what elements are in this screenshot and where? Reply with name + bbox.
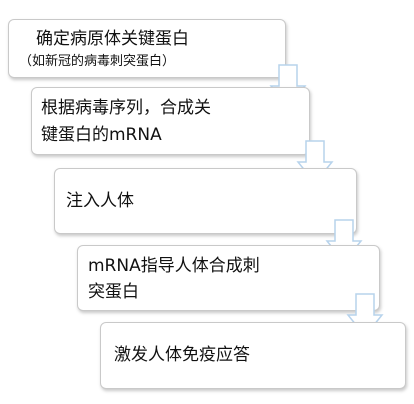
step-2-line-2: 键蛋白的mRNA xyxy=(41,125,162,145)
step-2-box: 根据病毒序列，合成关 键蛋白的mRNA xyxy=(31,87,310,155)
step-1-note: （如新冠的病毒刺突蛋白） xyxy=(19,54,176,69)
step-4-line-1: mRNA指导人体合成刺 xyxy=(88,256,260,276)
step-3-title: 注入人体 xyxy=(66,191,134,211)
step-4-line-2: 突蛋白 xyxy=(88,282,139,302)
step-2-line-1: 根据病毒序列，合成关 xyxy=(41,98,211,118)
step-5-title: 激发人体免疫应答 xyxy=(114,345,250,365)
step-5-box: 激发人体免疫应答 xyxy=(100,322,406,389)
step-1-box: 确定病原体关键蛋白 （如新冠的病毒刺突蛋白） xyxy=(8,19,286,78)
step-3-box: 注入人体 xyxy=(54,168,357,234)
step-1-title: 确定病原体关键蛋白 xyxy=(36,29,189,49)
step-4-box: mRNA指导人体合成刺 突蛋白 xyxy=(77,245,380,311)
